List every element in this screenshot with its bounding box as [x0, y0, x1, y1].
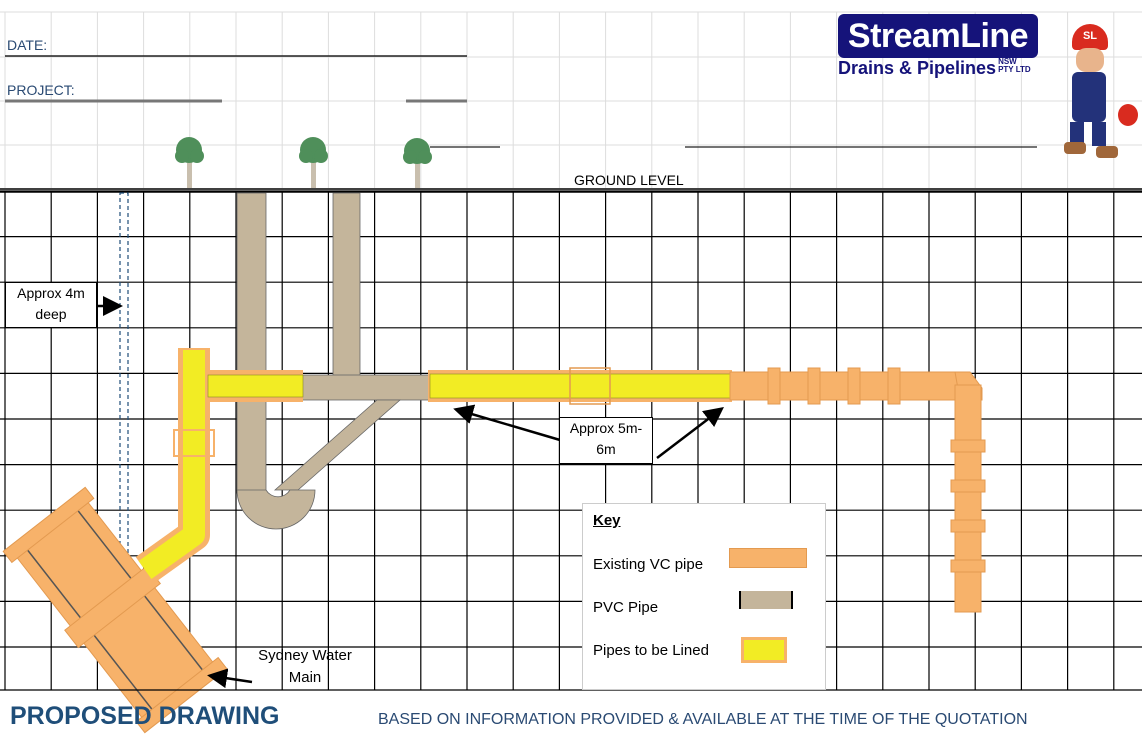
legend-title: Key [593, 512, 621, 529]
disclaimer: BASED ON INFORMATION PROVIDED & AVAILABL… [378, 711, 1028, 728]
pvc-pipes [236, 192, 431, 530]
project-label: PROJECT: [7, 82, 75, 98]
legend-label: PVC Pipe [593, 599, 659, 616]
main-note: Sydney Water Main [258, 647, 352, 686]
tree-icon [175, 137, 204, 188]
streamline-logo: StreamLine [838, 14, 1038, 58]
lined-pipe-short [207, 370, 304, 402]
lined-pipe-long [428, 367, 732, 405]
ground-level-label: GROUND LEVEL [574, 172, 684, 188]
tree-icon [299, 137, 328, 188]
date-label: DATE: [7, 37, 48, 53]
legend-swatch-pvc [739, 591, 793, 609]
legend: Key Existing VC pipe PVC Pipe Pipes to b… [582, 503, 826, 690]
length-arrow-right [656, 406, 724, 459]
sydney-water-main-pipe [2, 486, 228, 734]
mascot-icon: SL [1058, 20, 1138, 160]
length-arrow-left [453, 404, 561, 442]
main-arrow [207, 668, 253, 689]
page-title: PROPOSED DRAWING [10, 702, 280, 730]
length-note: Approx 5m- 6m [559, 417, 653, 464]
existing-vc-pipe [729, 367, 986, 613]
legend-label: Existing VC pipe [593, 556, 704, 573]
depth-marker [119, 192, 129, 558]
depth-note: Approx 4m deep [5, 282, 97, 328]
upper-grid [0, 11, 1142, 188]
legend-label: Pipes to be Lined [593, 642, 709, 659]
legend-swatch-vc [729, 548, 807, 568]
tree-icon [403, 138, 432, 188]
lined-pipe-vertical [135, 348, 215, 584]
legend-swatch-lined [741, 637, 787, 663]
